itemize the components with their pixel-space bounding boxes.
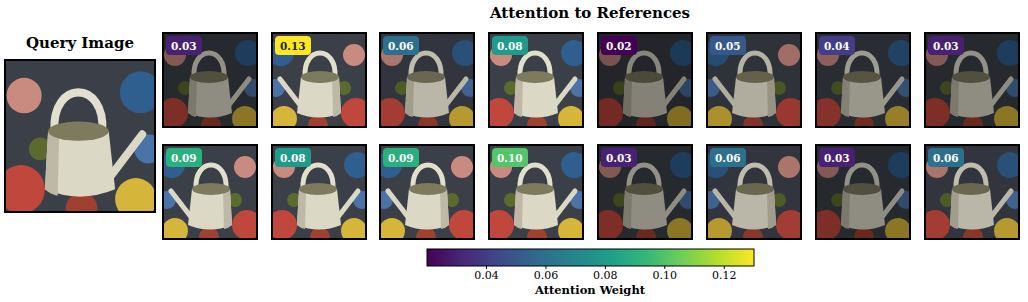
- attention-badge: 0.06: [928, 148, 964, 167]
- tick-label: 0.04: [474, 269, 499, 282]
- tick-mark: [724, 266, 725, 269]
- attention-badge: 0.03: [166, 36, 202, 55]
- attention-value: 0.08: [497, 40, 523, 52]
- attention-badge: 0.05: [710, 36, 746, 55]
- attention-value: 0.04: [824, 40, 850, 52]
- attention-value: 0.06: [388, 40, 414, 52]
- attention-badge: 0.03: [601, 148, 637, 167]
- query-photo: [0, 60, 163, 225]
- attention-value: 0.09: [171, 152, 197, 164]
- tick-mark: [545, 266, 546, 269]
- query-image-panel: Query Image: [5, 60, 155, 212]
- attention-badge: 0.08: [275, 148, 311, 167]
- attention-badge: 0.09: [166, 148, 202, 167]
- attention-value: 0.13: [280, 40, 306, 52]
- attention-value: 0.03: [824, 152, 850, 164]
- axis-label: Attention Weight: [535, 283, 645, 297]
- attention-badge: 0.06: [710, 148, 746, 167]
- attention-value: 0.10: [497, 152, 523, 164]
- attention-badge: 0.02: [601, 36, 637, 55]
- attention-value: 0.06: [933, 152, 959, 164]
- attention-value: 0.03: [606, 152, 632, 164]
- attention-badge: 0.10: [492, 148, 528, 167]
- reference-thumbnails: [158, 33, 1024, 247]
- attention-badge: 0.04: [819, 36, 855, 55]
- tick-mark: [605, 266, 606, 269]
- tick-mark: [664, 266, 665, 269]
- attention-value: 0.03: [933, 40, 959, 52]
- colorbar-ticks: [486, 266, 724, 269]
- attention-value: 0.02: [606, 40, 632, 52]
- attention-badge: 0.08: [492, 36, 528, 55]
- attention-badge: 0.03: [819, 148, 855, 167]
- attention-value: 0.03: [171, 40, 197, 52]
- attention-value: 0.06: [715, 152, 741, 164]
- tick-mark: [486, 266, 487, 269]
- panel-heading: Query Image: [26, 34, 134, 52]
- attention-value: 0.08: [280, 152, 306, 164]
- attention-value: 0.09: [388, 152, 414, 164]
- colorbar: [427, 249, 754, 266]
- tick-label: 0.06: [534, 269, 559, 282]
- attention-badge: 0.03: [928, 36, 964, 55]
- tick-label: 0.08: [593, 269, 618, 282]
- attention-badge: 0.06: [383, 36, 419, 55]
- tick-label: 0.12: [712, 269, 737, 282]
- figure-title: Attention to References: [490, 4, 690, 22]
- attention-badge: 0.09: [383, 148, 419, 167]
- tick-label: 0.10: [653, 269, 678, 282]
- attention-badge: 0.13: [275, 36, 311, 55]
- attention-value: 0.05: [715, 40, 741, 52]
